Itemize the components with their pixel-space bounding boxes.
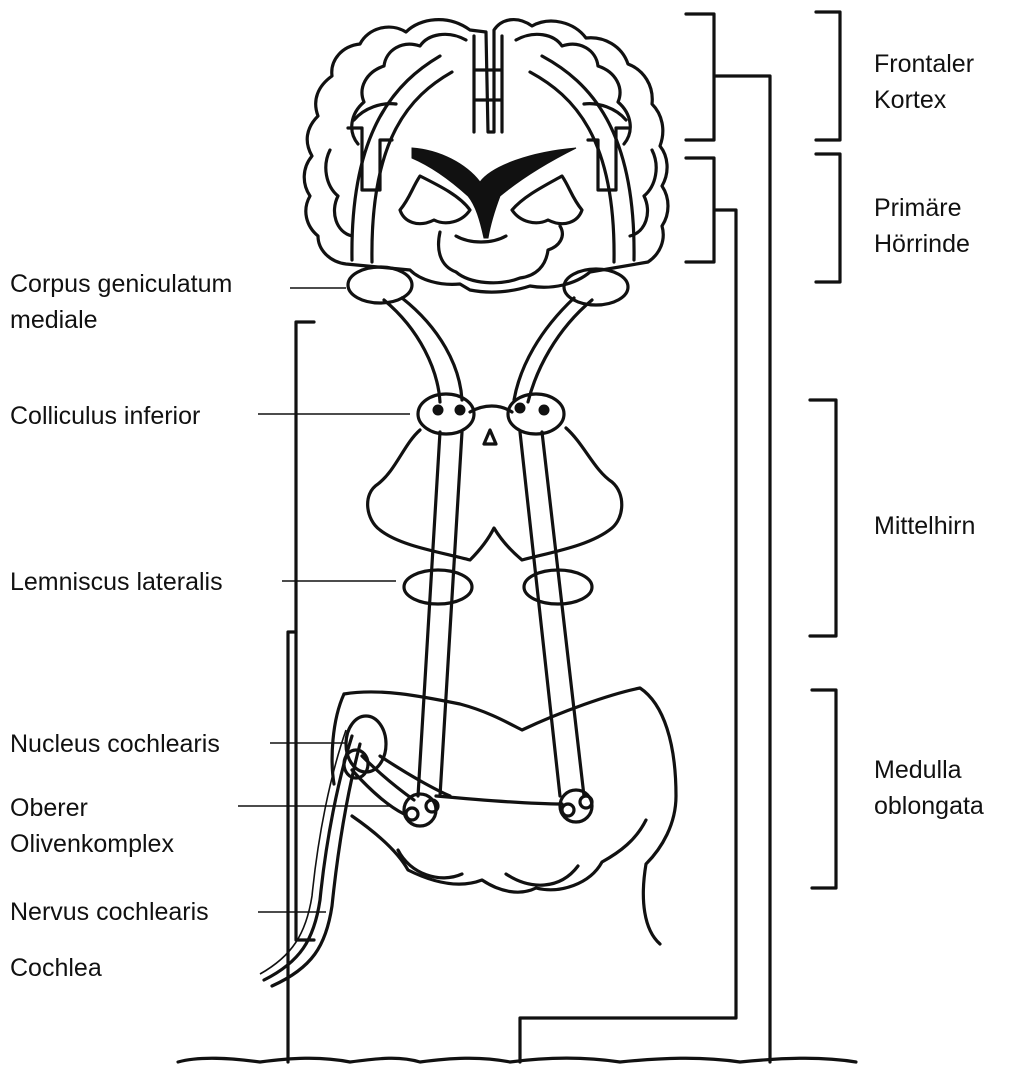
crossing-to-right-olive: [436, 796, 562, 804]
nucleus-cochlearis-outer: [346, 716, 386, 772]
bracket-primaere-hoerrinde: [816, 154, 840, 282]
left-label-group: Corpus geniculatum mediale Colliculus in…: [10, 270, 232, 982]
label-medulla-line1: Medulla: [874, 756, 962, 784]
right-gyri: [584, 104, 656, 236]
nucleus-to-left-olive-2: [352, 770, 404, 814]
ground-line: [178, 1058, 856, 1062]
label-corpus-line1: Corpus geniculatum: [10, 270, 232, 298]
label-nucleus: Nucleus cochlearis: [10, 730, 220, 758]
aqueduct: [484, 430, 496, 444]
leader-lines: [238, 288, 410, 912]
label-mittelhirn: Mittelhirn: [874, 512, 975, 540]
label-lemniscus: Lemniscus lateralis: [10, 568, 223, 596]
colliculus-dot-1: [433, 405, 443, 415]
right-lemniscus-tract-a: [520, 432, 560, 796]
label-primaere-line2: Hörrinde: [874, 230, 970, 258]
label-medulla-line2: oblongata: [874, 792, 984, 820]
right-label-group: Frontaler Kortex Primäre Hörrinde Mittel…: [874, 50, 984, 820]
colliculus-right: [508, 394, 564, 434]
label-frontaler-line2: Kortex: [874, 86, 947, 114]
label-primaere-line1: Primäre: [874, 194, 962, 222]
right-lemniscus-tract-b: [542, 432, 584, 796]
left-lemniscus-tract-a: [418, 432, 440, 796]
medulla-outline: [344, 688, 676, 944]
right-mgn-colliculus-tract-b: [514, 298, 574, 400]
colliculus-dot-4: [539, 405, 549, 415]
colliculus-commissure: [470, 406, 512, 412]
left-lemniscus-tract-b: [440, 432, 462, 796]
colliculus-dot-2: [455, 405, 465, 415]
brainstem-top-outline: [439, 226, 563, 283]
right-mgn-colliculus-tract-a: [528, 300, 592, 402]
colliculus-dot-3: [515, 403, 525, 413]
olive-left-inner-a: [406, 808, 418, 820]
label-frontaler-line1: Frontaler: [874, 50, 974, 78]
medulla-ventral-outline: [352, 816, 646, 892]
nucleus-to-dorsal-stria: [380, 756, 450, 796]
label-colliculus: Colliculus inferior: [10, 402, 200, 430]
label-nervus: Nervus cochlearis: [10, 898, 209, 926]
left-mgn-colliculus-tract-b: [402, 298, 462, 400]
midbrain-outline: [368, 428, 622, 560]
medulla-lobes: [398, 850, 578, 885]
label-oberer-line1: Oberer: [10, 794, 88, 822]
bracket-mittelhirn: [810, 400, 836, 636]
label-cochlea: Cochlea: [10, 954, 102, 982]
right-brackets: [520, 12, 840, 1062]
bracket-frontaler-kortex: [816, 12, 840, 140]
colliculus-left: [418, 394, 474, 434]
lateral-ventricles: [412, 148, 576, 238]
lemniscus-left: [404, 570, 472, 604]
bracket-medulla-oblongata: [812, 690, 836, 888]
connector-auditory: [520, 158, 736, 1062]
olive-right-inner-a: [562, 804, 574, 816]
connector-frontal: [686, 14, 770, 1062]
label-corpus-line2: mediale: [10, 306, 98, 334]
right-radiation-inner: [530, 72, 614, 262]
left-mgn-colliculus-tract-a: [384, 300, 440, 402]
label-oberer-line2: Olivenkomplex: [10, 830, 174, 858]
